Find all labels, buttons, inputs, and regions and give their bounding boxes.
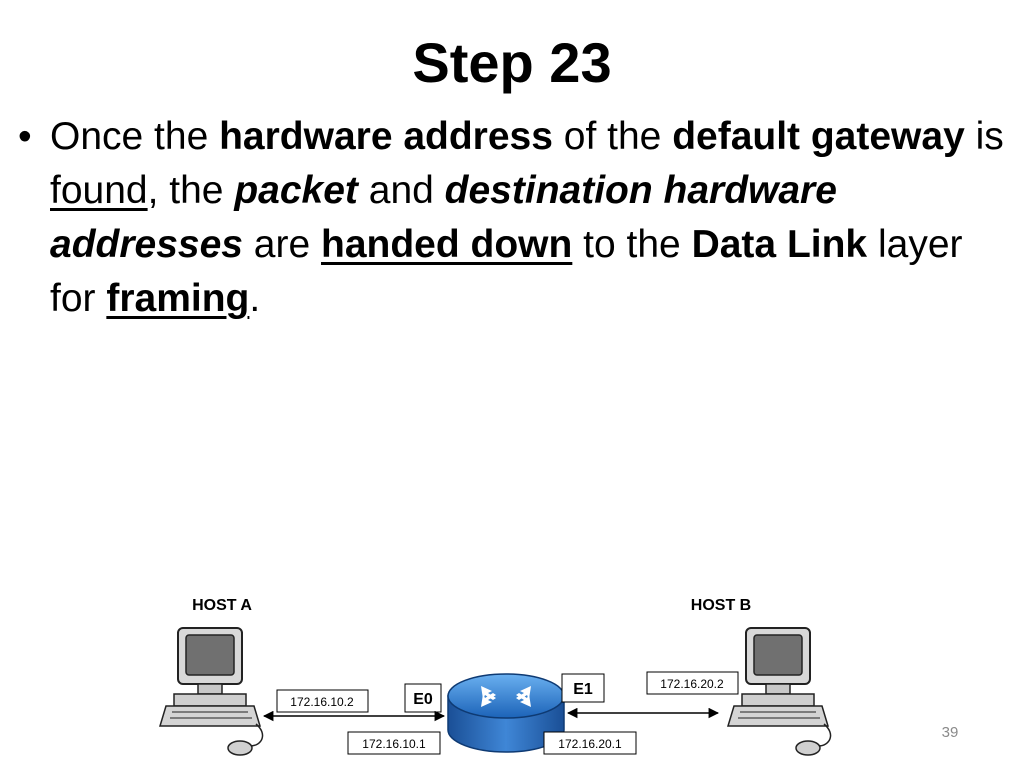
e0-ip-address: 172.16.10.1 [362,737,426,751]
host-a-computer-icon [158,627,264,756]
host-b-computer-icon [726,627,832,756]
router-icon [447,673,565,753]
term-framing: framing [106,277,250,320]
bullet-marker: • [18,115,32,158]
term-handed-down: handed down [321,223,573,266]
slide-title: Step 23 [412,31,612,94]
term-destination-hardware-addresses: destination hardware addresses [50,169,837,266]
host-b-ip-address: 172.16.20.2 [660,677,724,691]
slide-number: 39 [941,724,959,741]
text-run: . [249,277,261,320]
text-run: are [242,223,322,266]
text-run: , the [147,169,235,212]
e1-interface-label: E1 [573,681,593,698]
term-packet: packet [234,169,358,212]
host-a-ip-address: 172.16.10.2 [290,695,354,709]
e1-ip-address: 172.16.20.1 [558,737,622,751]
text-run: is [964,115,1004,158]
text-run: of the [552,115,673,158]
text-run: Once the [50,115,220,158]
host-a-label: HOST A [192,597,252,614]
term-found: found [50,169,148,212]
term-hardware-address: hardware address [219,115,553,158]
term-data-link: Data Link [691,223,868,266]
text-run: to the [572,223,692,266]
term-default-gateway: default gateway [672,115,965,158]
text-run: and [357,169,445,212]
bullet-text: Once the hardware address of the default… [50,110,1015,326]
e0-interface-label: E0 [413,691,433,708]
host-b-label: HOST B [691,597,751,614]
network-diagram: HOST A HOST B [158,597,832,756]
text-run: layer for [50,223,963,320]
